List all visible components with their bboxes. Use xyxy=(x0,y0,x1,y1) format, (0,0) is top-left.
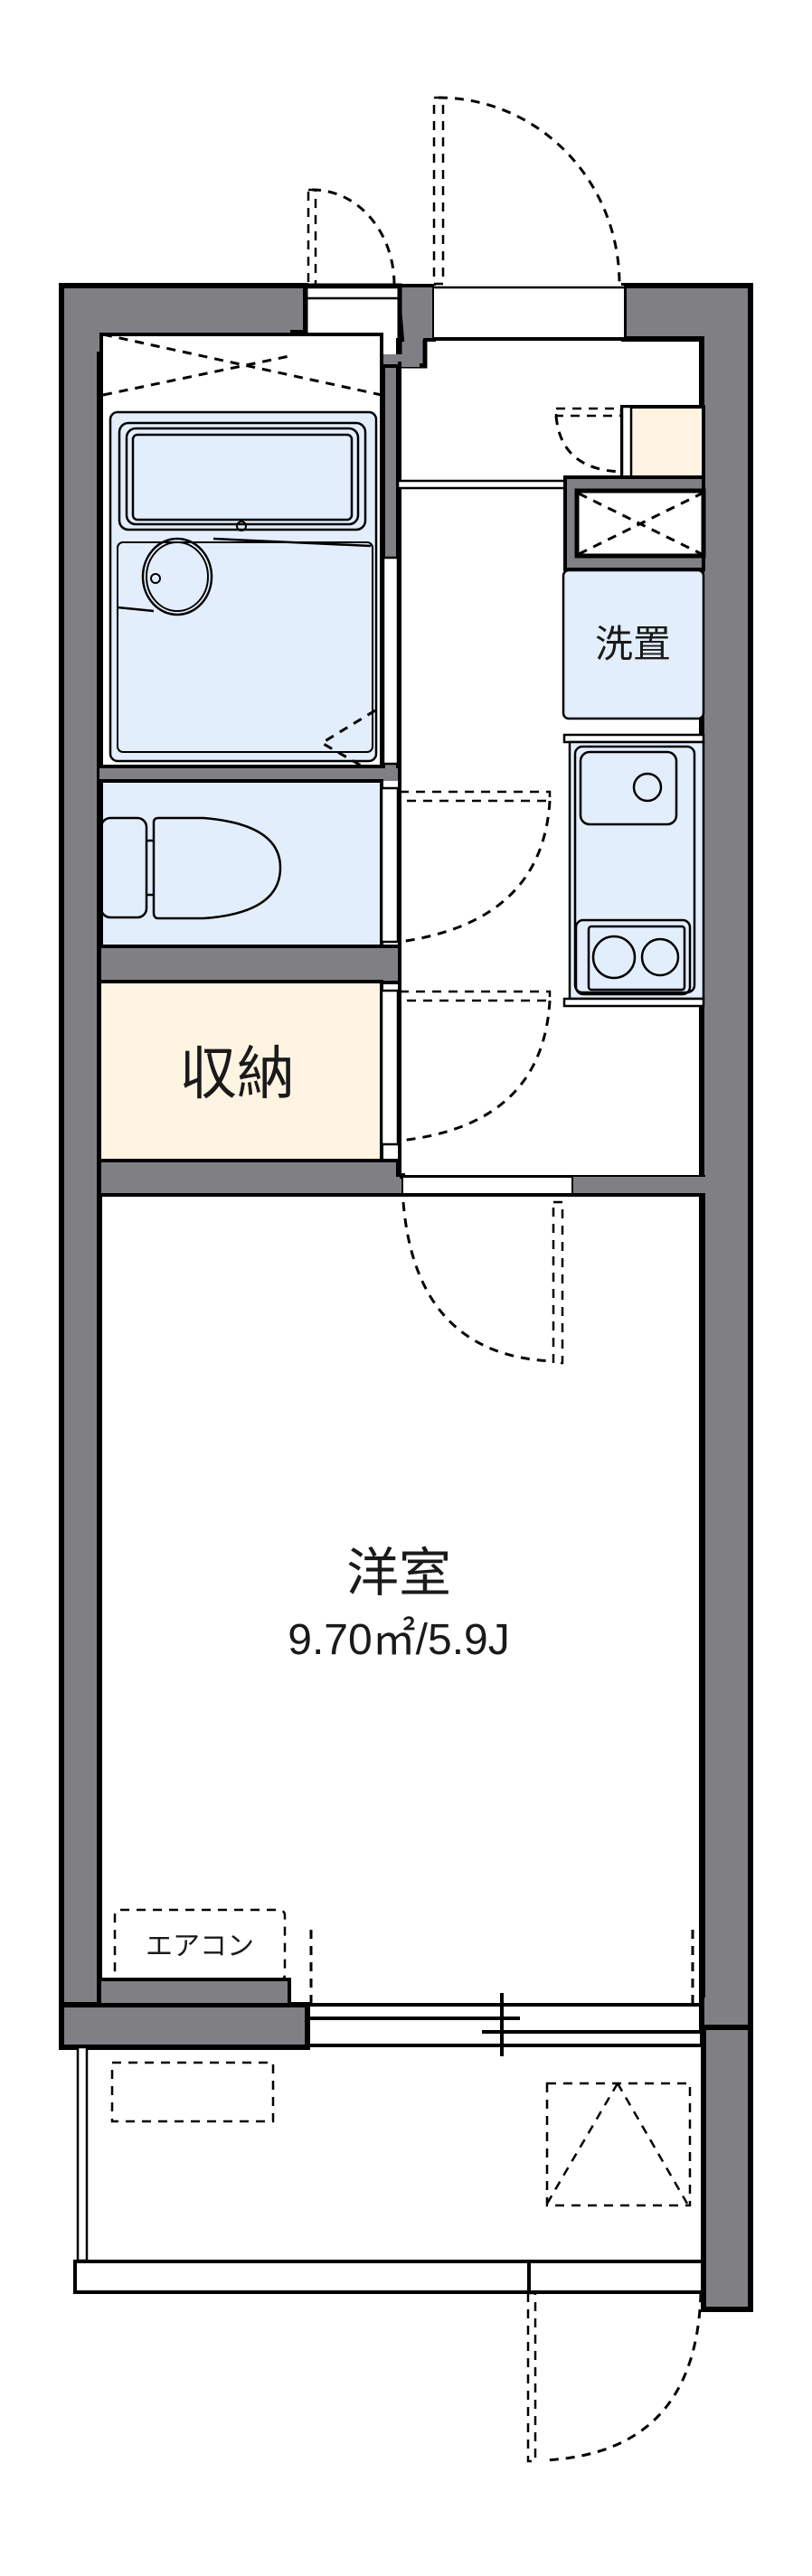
air-conditioner-label: エアコン xyxy=(146,1931,254,1962)
room-area-label: 9.70㎡/5.9J xyxy=(288,1616,510,1664)
bathroom xyxy=(99,333,383,776)
balcony-window xyxy=(307,1993,703,2056)
western-room: 洋室 9.70㎡/5.9J xyxy=(98,1195,705,1998)
front-door-swing xyxy=(307,188,396,287)
shoe-cabinet xyxy=(554,405,705,479)
washbasin-icon xyxy=(117,537,373,753)
toilet-icon xyxy=(99,816,282,920)
bathtub-icon xyxy=(118,421,367,531)
air-conditioner: エアコン xyxy=(98,1908,291,2007)
entrance-door-swing xyxy=(432,96,621,287)
sink-icon xyxy=(579,750,678,826)
laundry-label: 洗置 xyxy=(595,622,671,666)
kitchen-counter xyxy=(562,733,705,1008)
balcony-storage xyxy=(545,2082,692,2207)
room-name-label: 洋室 xyxy=(346,1542,451,1603)
pipe-shaft xyxy=(563,475,706,571)
toilet-room xyxy=(99,768,552,948)
kitchen-corridor: 洗置 xyxy=(396,362,706,1179)
stove-icon xyxy=(574,918,692,996)
storage-closet: 収納 xyxy=(98,980,552,1162)
balcony xyxy=(73,2045,707,2294)
storage-label: 収納 xyxy=(179,1041,295,1108)
laundry-space: 洗置 xyxy=(562,569,705,720)
balcony-door-swing xyxy=(526,2291,703,2463)
room-door xyxy=(401,1178,571,1365)
